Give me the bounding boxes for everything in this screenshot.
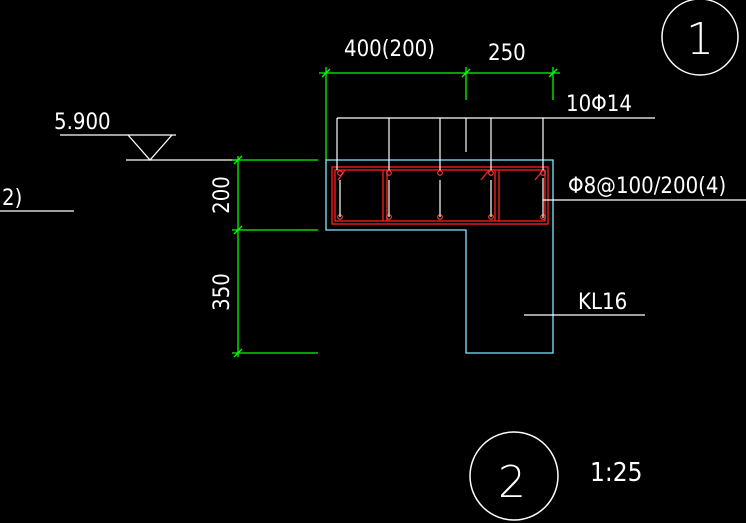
rebar-points xyxy=(337,170,546,220)
elevation-marker: 5.900 xyxy=(54,110,238,161)
section-circle-2 xyxy=(469,431,559,521)
beam-label: KL16 xyxy=(578,290,627,315)
top-rebar-leaders xyxy=(336,117,655,170)
left-fragment: 2) xyxy=(0,186,74,212)
section-marker-2: 2 xyxy=(469,431,559,521)
top-dim-right-text: 250 xyxy=(488,41,526,66)
section-number-1: 1 xyxy=(686,14,714,65)
left-dim-bottom-text: 350 xyxy=(210,273,235,311)
beam-section-outline xyxy=(325,159,554,354)
left-dim-top-text: 200 xyxy=(210,176,235,214)
section-marker-1: 1 xyxy=(661,0,739,76)
stirrup-leader xyxy=(542,178,746,218)
top-rebar-label: 10Φ14 xyxy=(566,92,632,117)
bottom-rebar-leaders xyxy=(339,180,492,217)
left-dimension xyxy=(232,155,318,358)
stirrup-label: Φ8@100/200(4) xyxy=(568,174,726,199)
left-fragment-label: 2) xyxy=(2,186,22,211)
section-number-2: 2 xyxy=(498,457,526,508)
elevation-triangle-icon xyxy=(127,134,173,161)
elevation-label: 5.900 xyxy=(54,110,111,135)
scale-label: 1:25 xyxy=(590,458,643,488)
top-dim-left-text: 400(200) xyxy=(344,37,435,62)
top-dimension xyxy=(319,67,560,160)
section-circle-1 xyxy=(661,0,739,76)
